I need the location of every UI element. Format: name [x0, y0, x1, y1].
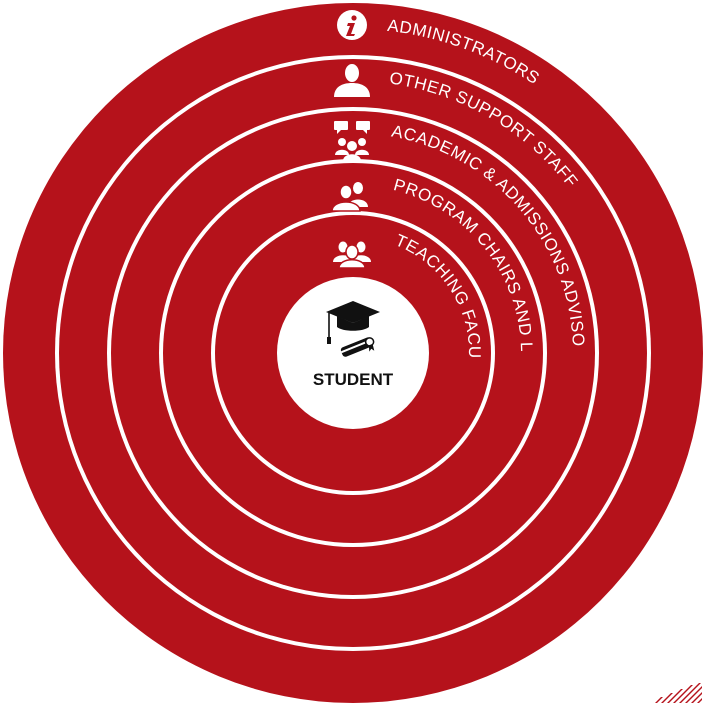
discussion-group-icon [334, 121, 370, 161]
center-label-student: STUDENT [313, 370, 394, 389]
graduation-cap-diploma-icon [326, 301, 380, 357]
two-people-icon [331, 182, 368, 212]
group-icon [333, 241, 371, 269]
info-icon [337, 10, 367, 40]
corner-stripes-logo [655, 683, 702, 703]
person-icon [334, 64, 370, 97]
